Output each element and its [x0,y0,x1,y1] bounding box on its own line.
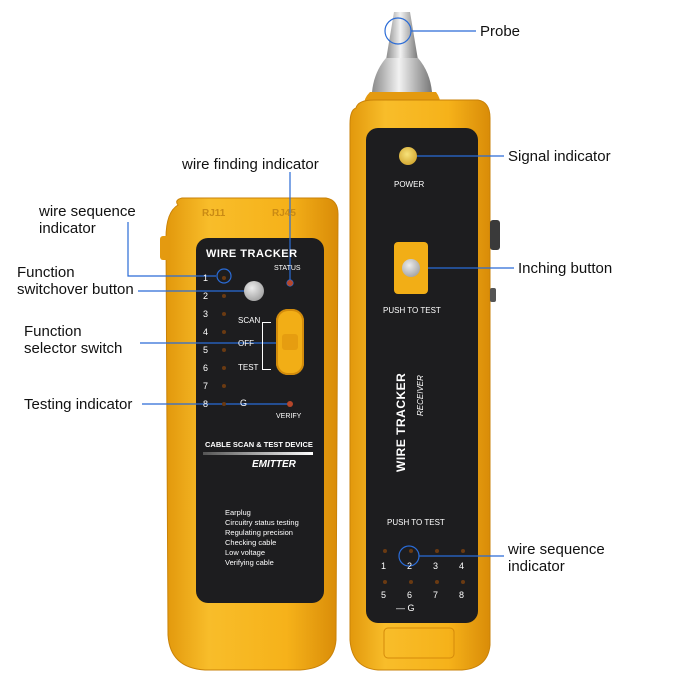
receiver-number: 3 [433,561,439,571]
emitter-scan-label: SCAN [238,316,261,325]
emitter-number-column: 1 2 3 4 5 6 7 8 [203,273,233,417]
emitter-title: WIRE TRACKER [206,248,298,260]
receiver-led [383,580,387,584]
emitter-label: EMITTER [252,459,296,470]
receiver-number: 5 [381,590,387,600]
receiver-device [349,12,500,671]
callout-wire-sequence-indicator-left: wire sequence indicator [39,203,136,237]
receiver-vertical-title: WIRE TRACKER [394,360,414,480]
receiver-number: 6 [407,590,413,600]
callout-line: Function [17,264,75,281]
receiver-title: WIRE TRACKER [394,372,408,472]
callout-line: selector switch [24,340,123,357]
function-switchover-button[interactable] [244,281,264,301]
emitter-number: 7 [203,381,209,391]
emitter-led [222,402,226,406]
selector-track-lines [262,322,271,370]
emitter-port-label-rj45: RJ45 [272,208,296,219]
emitter-device-label: CABLE SCAN & TEST DEVICE [205,440,313,449]
receiver-power-label: POWER [394,180,425,189]
side-switch [490,288,496,302]
callout-signal-indicator: Signal indicator [508,148,611,165]
receiver-led [435,580,439,584]
emitter-g-label: G [240,398,248,408]
selector-slider-knob [282,334,298,350]
emitter-led [222,312,226,316]
feature-item: Earplug [225,508,251,517]
wire-seq-left-marker [216,268,232,284]
emitter-number: 5 [203,345,209,355]
receiver-subtitle: RECEIVER [416,375,425,416]
emitter-led [222,294,226,298]
receiver-number: 7 [433,590,439,600]
emitter-verify-label: VERIFY [276,413,302,420]
receiver-push-to-test-top: PUSH TO TEST [383,306,441,315]
receiver-number: 1 [381,561,387,571]
emitter-led [222,348,226,352]
testing-indicator-led [287,401,293,407]
callout-line: indicator [39,220,96,237]
emitter-led [222,330,226,334]
callout-line: Function [24,323,82,340]
emitter-led [222,366,226,370]
wire-seq-left-leader [127,222,216,277]
callout-testing-indicator: Testing indicator [24,396,133,413]
emitter-number: 3 [203,309,209,319]
callout-wire-finding-indicator: wire finding indicator [182,156,319,173]
callout-line: switchover button [17,281,134,298]
feature-item: Low voltage [225,548,266,557]
receiver-led [461,549,465,553]
emitter-number: 6 [203,363,209,373]
feature-item: Verifying cable [225,558,274,567]
emitter-off-label: OFF [238,339,254,348]
callout-probe: Probe [480,23,521,40]
emitter-number: 2 [203,291,209,301]
emitter-number: 8 [203,399,209,409]
callout-line: wire sequence [508,541,605,558]
probe-tip [386,12,418,60]
feature-item: Circuitry status testing [225,518,299,527]
receiver-led [409,580,413,584]
receiver-led [383,549,387,553]
battery-cover [383,627,455,659]
probe-sleeve [372,58,432,92]
emitter-led-column [222,276,228,406]
receiver-push-to-test-bottom: PUSH TO TEST [387,518,445,527]
emitter-test-label: TEST [238,363,259,372]
receiver-led [461,580,465,584]
callout-line: indicator [508,558,565,575]
receiver-led [409,549,413,553]
receiver-number: 8 [459,590,465,600]
emitter-device [160,197,339,671]
emitter-feature-list: Earplug Circuitry status testing Regulat… [225,508,299,568]
emitter-port-label-rj11: RJ11 [202,208,226,219]
receiver-number: 4 [459,561,465,571]
emitter-status-label: STATUS [274,265,301,272]
callout-wire-sequence-indicator-right: wire sequence indicator [508,541,605,575]
power-indicator-led [399,147,417,165]
receiver-number: 2 [407,561,413,571]
receiver-g-label: — G [396,603,415,613]
feature-item: Regulating precision [225,528,293,537]
inching-button-cap [402,259,420,277]
inching-button[interactable] [394,242,428,294]
callout-function-switchover-button: Function switchover button [17,264,134,298]
emitter-number: 4 [203,327,209,337]
feature-item: Checking cable [225,538,277,547]
receiver-g-text: G [407,603,415,613]
emitter-number: 1 [203,273,209,283]
wire-finding-led [287,280,293,286]
callout-line: wire sequence [39,203,136,220]
function-selector-switch[interactable] [276,309,304,375]
emitter-led [222,384,226,388]
receiver-vertical-subtitle: RECEIVER [416,360,430,440]
callout-function-selector-switch: Function selector switch [24,323,122,357]
sensitivity-wheel [490,220,500,250]
receiver-led [435,549,439,553]
emitter-side-grip [160,236,170,260]
callout-inching-button: Inching button [518,260,613,277]
emitter-underline-stripe [203,452,313,455]
emitter-led [222,276,226,280]
